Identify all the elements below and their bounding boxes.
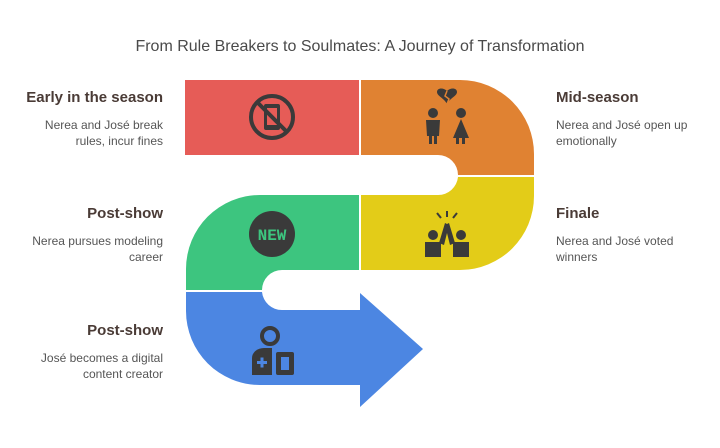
new-badge-icon: NEW [249,211,295,257]
new-badge-text: NEW [258,227,287,245]
stage-3-block [361,177,534,270]
stage-2-block [361,80,534,175]
stage-5-description-line-1: José becomes a digital [40,351,163,365]
stage-1-description: Nerea and José break rules, incur fines [3,117,163,149]
stage-1-description-line-1: Nerea and José break [44,118,163,132]
content-creator-icon [252,326,294,375]
stage-4-description: Nerea pursues modeling career [3,233,163,265]
stage-4-description-line-1: Nerea pursues modeling [32,234,163,248]
stage-1-description-line-2: rules, incur fines [75,134,163,148]
stage-2-description: Nerea and José open up emotionally [556,117,716,149]
stage-3-description-line-2: winners [556,250,598,264]
no-cellphone-icon [249,94,295,140]
stage-4-label: Post-show [87,205,163,222]
stage-2-description-line-2: emotionally [556,134,617,148]
stage-4-description-line-2: career [128,250,163,264]
stage-2-label: Mid-season [556,89,639,106]
stage-5-arrow [186,292,423,407]
diagram-title: From Rule Breakers to Soulmates: A Journ… [135,38,585,55]
stage-5-description-line-2: content creator [82,367,163,381]
stage-2-description-line-1: Nerea and José open up [556,118,688,132]
stage-5-label: Post-show [87,322,163,339]
stage-5-description: José becomes a digital content creator [3,350,163,382]
stage-3-description-line-1: Nerea and José voted [556,234,674,248]
stage-3-description: Nerea and José voted winners [556,233,716,265]
broken-heart-couple-icon [426,88,469,144]
stage-3-label: Finale [556,205,600,222]
stage-1-label: Early in the season [26,89,163,106]
high-five-icon [425,211,469,257]
